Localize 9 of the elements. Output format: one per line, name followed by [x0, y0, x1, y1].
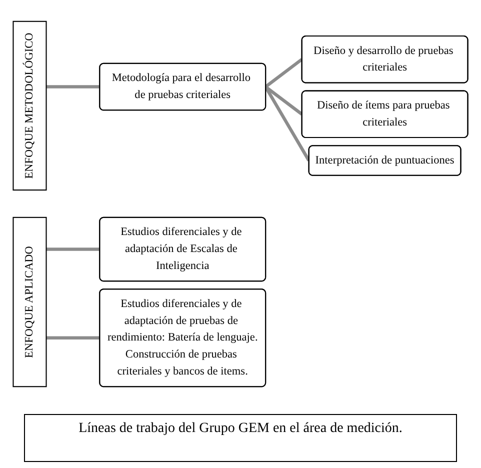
- connector: [264, 58, 303, 88]
- connector: [46, 85, 100, 88]
- connector: [46, 336, 100, 340]
- node-box: ENFOQUE METODOLÓGICO: [12, 20, 47, 191]
- connector: [46, 248, 100, 251]
- connector: [264, 86, 303, 116]
- caption: Líneas de trabajo del Grupo GEM en el área de medición.: [24, 414, 458, 462]
- connector: [264, 86, 310, 162]
- node-box: ENFOQUE APLICADO: [12, 216, 47, 388]
